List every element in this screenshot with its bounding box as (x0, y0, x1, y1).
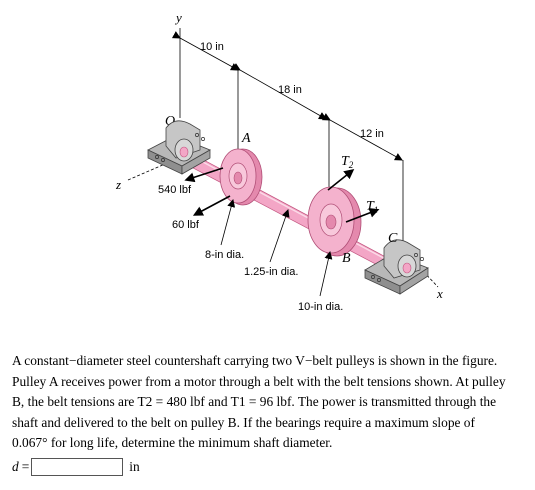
callout-label: 1.25-in dia. (244, 266, 298, 278)
problem-line: A constant−diameter steel countershaft c… (12, 353, 498, 368)
answer-row: d = in (12, 458, 140, 476)
answer-equals: = (21, 459, 30, 474)
answer-variable: d (12, 459, 19, 474)
z-axis-label: z (115, 177, 121, 192)
pulley-a: A (219, 131, 263, 206)
z-axis: z (115, 163, 166, 192)
callout-10in: 10-in dia. (298, 251, 343, 313)
callout-8in: 8-in dia. (205, 199, 244, 261)
shaft-figure: y z x O 10 in 18 in 12 in (115, 10, 443, 313)
callout-shaft: 1.25-in dia. (244, 209, 298, 278)
dimension-12in: 12 in (321, 113, 403, 161)
callout-label: 10-in dia. (298, 301, 343, 313)
problem-line: shaft and delivered to the belt on pulle… (12, 414, 475, 430)
dimension-label: 18 in (278, 84, 302, 96)
origin-label: O (165, 114, 175, 129)
tension-t2-label: T2 (341, 154, 354, 170)
dimension-18in: 18 in (231, 63, 327, 120)
problem-statement: A constant−diameter steel countershaft c… (12, 351, 527, 454)
problem-line: Pulley A receives power from a motor thr… (12, 373, 506, 389)
left-bearing (147, 120, 211, 175)
x-axis: x (419, 267, 443, 301)
tension-t1-arrow: T1 (345, 199, 380, 223)
problem-line: B, the belt tensions are T2 = 480 lbf an… (12, 394, 497, 409)
dimension-10in: 10 in (171, 31, 239, 71)
answer-input[interactable] (31, 458, 124, 476)
force-60-arrow: 60 lbf (172, 195, 231, 231)
x-axis-label: x (436, 286, 443, 301)
force-540-arrow: 540 lbf (158, 167, 224, 196)
callout-label: 8-in dia. (205, 249, 244, 261)
y-axis-label: y (174, 10, 182, 25)
tension-t1-label: T1 (366, 199, 378, 215)
problem-line: 0.067° for long life, determine the mini… (12, 435, 333, 450)
tension-t2-arrow: T2 (327, 154, 355, 191)
y-axis: y (174, 10, 182, 118)
pulley-b: B (307, 186, 362, 266)
force-60-label: 60 lbf (172, 219, 200, 231)
dimension-label: 10 in (200, 41, 224, 53)
right-bearing: C (364, 231, 429, 295)
bearing-c-label: C (388, 231, 398, 246)
pulley-b-label: B (342, 251, 351, 266)
answer-unit: in (129, 459, 140, 474)
pulley-a-label: A (241, 131, 251, 146)
dimension-label: 12 in (360, 128, 384, 140)
force-540-label: 540 lbf (158, 184, 192, 196)
